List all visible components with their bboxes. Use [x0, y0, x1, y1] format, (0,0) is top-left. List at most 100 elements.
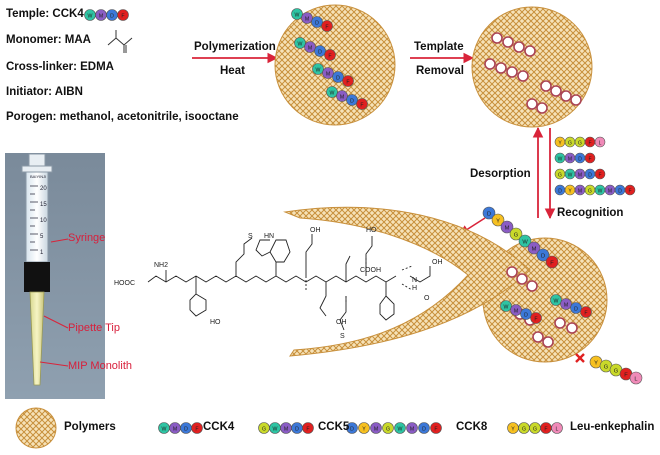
residue-letter: W: [88, 13, 93, 19]
residue-letter: G: [588, 188, 592, 194]
legend-cck4: CCK4: [203, 421, 235, 433]
residue-letter: F: [550, 260, 554, 266]
residue-W: [518, 234, 532, 248]
residue-letter: F: [598, 172, 601, 178]
residue-letter: F: [624, 372, 628, 378]
residue-letter: D: [295, 426, 299, 432]
residue-letter: M: [374, 426, 378, 432]
residue-letter: F: [628, 188, 631, 194]
residue-letter: W: [568, 172, 573, 178]
residue-letter: W: [504, 304, 509, 310]
heat-label: Heat: [220, 65, 245, 77]
residue-letter: M: [578, 188, 582, 194]
residue-letter: D: [422, 426, 426, 432]
residue-letter: D: [350, 426, 354, 432]
residue-D: [332, 71, 344, 83]
residue-letter: Y: [568, 188, 572, 194]
chem-label: OH: [432, 259, 443, 266]
recognition-label: Recognition: [557, 207, 624, 219]
residue-letter: D: [336, 75, 340, 81]
residue-F: [594, 168, 606, 180]
residue-F: [321, 20, 333, 32]
residue-letter: M: [568, 156, 572, 162]
syringe-scale-number: 5: [40, 234, 44, 240]
residue-letter: F: [588, 140, 591, 146]
monomer-line: Monomer: MAA: [6, 34, 91, 46]
residue-G: [382, 422, 394, 434]
residue-letter: W: [554, 298, 559, 304]
residue-letter: D: [315, 20, 319, 26]
residue-letter: D: [110, 13, 114, 19]
syringe-photo: [5, 153, 105, 399]
legend-polymers: Polymers: [64, 421, 116, 433]
syringe-scale-number: 20: [40, 186, 47, 192]
residue-letter: F: [121, 13, 124, 19]
residue-letter: M: [532, 246, 537, 252]
recognition-cavity: [283, 206, 531, 357]
syringe-scale-number: 10: [40, 218, 47, 224]
chem-label: NH2: [154, 262, 168, 269]
chem-label: OH: [310, 227, 321, 234]
residue-letter: G: [558, 172, 562, 178]
residue-W: [312, 63, 324, 75]
pipette-tip-label: Pipette Tip: [68, 322, 120, 334]
residue-D: [570, 302, 582, 314]
residue-letter: L: [599, 140, 602, 146]
syringe-scale-number: 15: [40, 202, 47, 208]
residue-letter: D: [350, 98, 354, 104]
residue-letter: F: [434, 426, 437, 432]
residue-letter: G: [568, 140, 572, 146]
residue-letter: Y: [496, 218, 500, 224]
residue-letter: M: [308, 45, 312, 51]
residue-letter: M: [326, 71, 330, 77]
residue-letter: F: [360, 102, 363, 108]
residue-F: [530, 312, 542, 324]
residue-Y: [491, 213, 505, 227]
residue-letter: F: [328, 53, 331, 59]
residue-M: [370, 422, 382, 434]
residue-letter: W: [298, 41, 303, 47]
residue-F: [624, 184, 636, 196]
crosslinker-line: Cross-linker: EDMA: [6, 61, 114, 73]
residue-L: [551, 422, 563, 434]
residue-L: [629, 371, 643, 385]
syringe-brand: BAIYINJI: [30, 174, 46, 179]
residue-W: [500, 300, 512, 312]
residue-D: [482, 206, 496, 220]
residue-letter: G: [614, 368, 618, 374]
residue-letter: F: [584, 310, 587, 316]
residue-letter: G: [604, 364, 608, 370]
residue-Y: [358, 422, 370, 434]
residue-M: [406, 422, 418, 434]
residue-letter: M: [578, 172, 582, 178]
residue-letter: W: [598, 188, 603, 194]
residue-letter: G: [386, 426, 390, 432]
residue-letter: Y: [511, 426, 515, 432]
residue-letter: M: [514, 308, 518, 314]
residue-D: [311, 16, 323, 28]
chem-label: O: [424, 295, 430, 302]
residue-letter: F: [588, 156, 591, 162]
legend-leu-enkephalin: Leu-enkephalin: [570, 421, 655, 433]
chem-label: OH: [336, 319, 347, 326]
residue-letter: G: [578, 140, 582, 146]
residue-W: [550, 294, 562, 306]
empty-cavities: [484, 32, 582, 348]
residue-letter: W: [398, 426, 403, 432]
residue-letter: Y: [362, 426, 366, 432]
initiator-line: Initiator: AIBN: [6, 86, 83, 98]
residue-letter: M: [99, 13, 103, 19]
residue-letter: D: [541, 253, 545, 259]
legend-cck8: CCK8: [456, 421, 488, 433]
residue-F: [356, 98, 368, 110]
